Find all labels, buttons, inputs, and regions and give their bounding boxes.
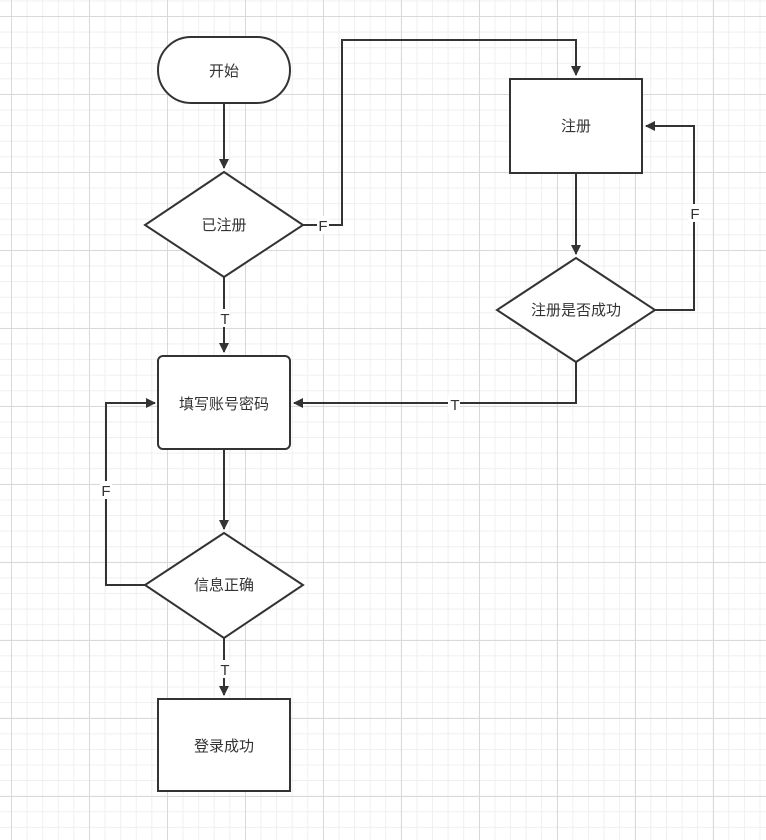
node-registered-decision: 已注册: [143, 170, 305, 279]
svg-text:F: F: [690, 206, 699, 223]
svg-text:F: F: [101, 483, 110, 500]
edge-info-correct-to-fill-credentials: [105, 398, 156, 586]
node-info-correct-decision: 信息正确: [143, 531, 305, 640]
edge-label-registered-true: T: [218, 309, 230, 328]
svg-text:填写账号密码: 填写账号密码: [179, 395, 269, 413]
svg-text:T: T: [220, 311, 229, 328]
edge-register-success-to-register: [645, 121, 695, 311]
svg-text:已注册: 已注册: [201, 216, 246, 234]
svg-text:T: T: [450, 397, 459, 414]
edge-label-register-success-false: F: [688, 204, 700, 223]
svg-text:信息正确: 信息正确: [194, 576, 254, 594]
svg-text:注册: 注册: [561, 117, 591, 135]
node-start: 开始: [157, 36, 291, 104]
svg-text:F: F: [318, 218, 327, 235]
svg-text:T: T: [220, 662, 229, 679]
svg-text:登录成功: 登录成功: [194, 737, 254, 755]
edge-label-registered-false: F: [317, 216, 329, 235]
svg-text:注册是否成功: 注册是否成功: [531, 301, 621, 319]
edge-label-info-correct-false: F: [100, 481, 112, 500]
edge-label-info-correct-true: T: [218, 660, 230, 679]
node-login-success: 登录成功: [157, 698, 291, 792]
edge-register-success-to-fill-credentials: [293, 362, 577, 408]
edge-label-register-success-true: T: [448, 395, 460, 414]
svg-text:开始: 开始: [209, 62, 239, 80]
node-register-success-decision: 注册是否成功: [495, 256, 657, 364]
node-register: 注册: [509, 78, 643, 174]
node-fill-credentials: 填写账号密码: [157, 355, 291, 450]
